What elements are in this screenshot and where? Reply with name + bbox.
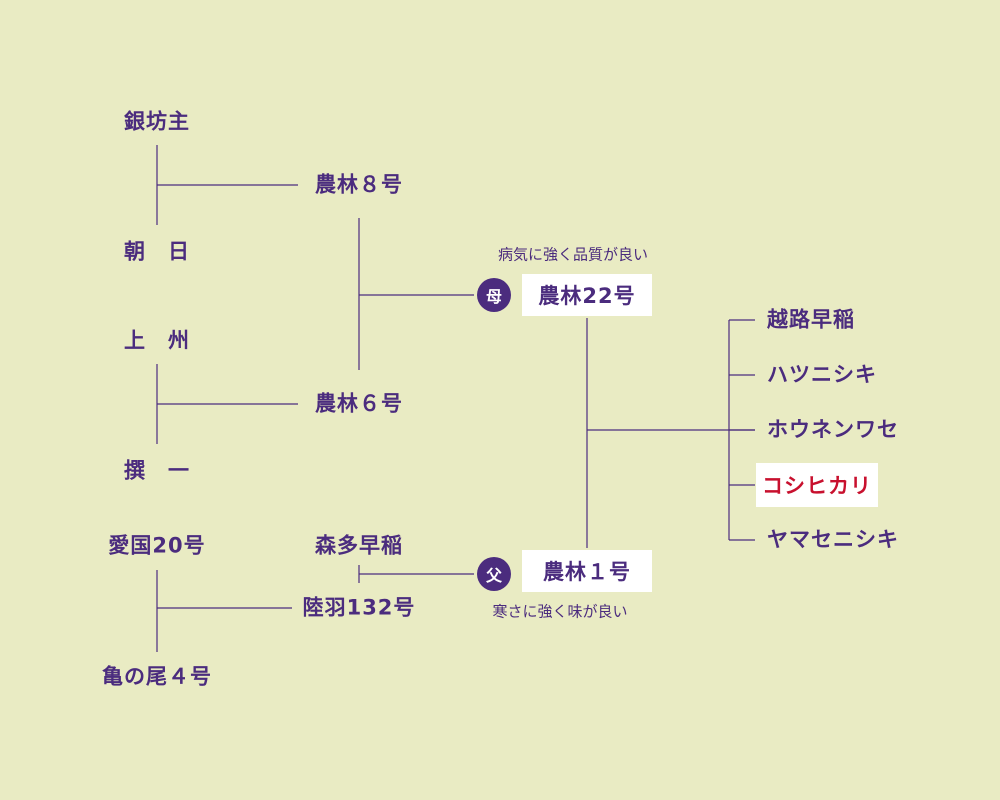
offspring-koshijiwase: 越路早稲 (767, 307, 855, 332)
offspring-yamasenishiki: ヤマセニシキ (767, 527, 899, 552)
mother-name: 農林22号 (538, 284, 636, 308)
node-senichi: 撰 一 (124, 458, 190, 483)
offspring-hounenwase: ホウネンワセ (767, 417, 899, 442)
father-note: 寒さに強く味が良い (492, 602, 628, 621)
node-ginbozu: 銀坊主 (124, 109, 190, 134)
mother-note: 病気に強く品質が良い (497, 245, 649, 264)
node-rikuu132: 陸羽132号 (302, 595, 416, 620)
father-name: 農林１号 (543, 560, 631, 584)
node-kamenoo4: 亀の尾４号 (102, 664, 212, 689)
node-moritawase: 森多早稲 (315, 533, 403, 558)
mother-node: 農林22号 (522, 274, 652, 316)
father-node: 農林１号 (522, 550, 652, 592)
offspring-koshihikari: コシヒカリ (762, 474, 872, 498)
node-asahi: 朝 日 (124, 239, 190, 264)
offspring-hatsunishiki: ハツニシキ (767, 362, 877, 387)
node-joshu: 上 州 (124, 328, 190, 353)
node-norin8: 農林８号 (315, 172, 403, 197)
offspring-koshihikari-highlight: コシヒカリ (756, 463, 878, 507)
father-badge: 父 (477, 557, 511, 591)
mother-badge: 母 (477, 278, 511, 312)
node-norin6: 農林６号 (315, 391, 403, 416)
node-aikoku20: 愛国20号 (108, 533, 206, 558)
